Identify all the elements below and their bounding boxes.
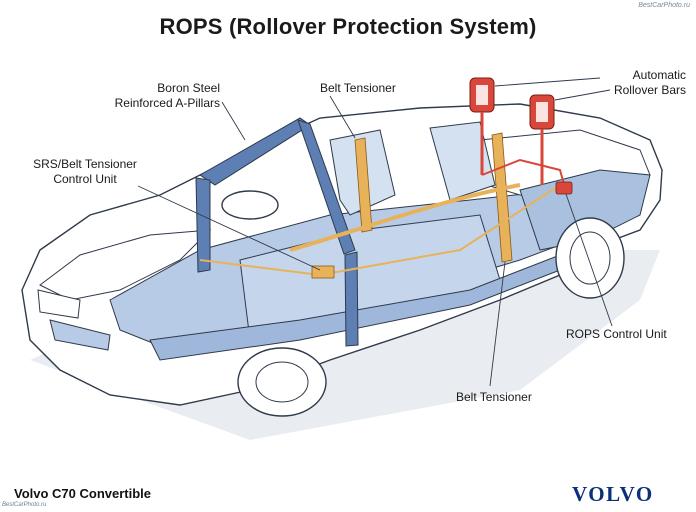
label-boron-steel-line1: Boron Steel (157, 81, 220, 95)
model-name: Volvo C70 Convertible (14, 486, 152, 501)
headlight (37, 289, 81, 319)
grille (49, 319, 111, 351)
watermark-top: BestCarPhoto.ru (638, 2, 690, 9)
label-rops-control-unit: ROPS Control Unit (566, 327, 667, 341)
front-wheel-hub (255, 361, 309, 403)
rear-wheel (555, 217, 625, 299)
page-title: ROPS (Rollover Protection System) (159, 14, 537, 39)
rear-wheel-hub (569, 231, 611, 285)
leader-boron (221, 101, 246, 141)
label-automatic-line2: Rollover Bars (613, 83, 686, 97)
leader-automatic-2 (554, 89, 611, 101)
label-belt-tensioner-bottom: Belt Tensioner (456, 390, 532, 404)
label-boron-steel: Boron Steel Reinforced A-Pillars (20, 81, 220, 111)
front-hood (39, 229, 212, 301)
leader-lines (137, 77, 613, 387)
belt-harness (289, 183, 521, 252)
label-belt-tensioner-top: Belt Tensioner (320, 81, 396, 95)
belt-tensioner-front (354, 137, 373, 233)
rops-control-unit-box (555, 181, 573, 195)
a-pillar-left (195, 177, 211, 273)
leader-automatic-1 (494, 77, 601, 87)
a-pillar-right (297, 119, 356, 255)
b-post (344, 251, 359, 347)
front-wheel (237, 347, 327, 417)
label-srs-line2: Control Unit (53, 172, 117, 186)
rear-seat (429, 121, 496, 201)
leader-rops (565, 193, 613, 327)
rollover-bar-left (469, 77, 495, 175)
belt-tensioner-rear (491, 132, 513, 263)
steering-wheel (221, 190, 279, 220)
volvo-logo: VOLVO (572, 482, 654, 506)
leader-belt-bottom (489, 261, 506, 387)
label-boron-steel-line2: Reinforced A-Pillars (114, 96, 220, 110)
label-automatic-rollover: Automatic Rollover Bars (486, 68, 686, 98)
label-srs-line1: SRS/Belt Tensioner (33, 157, 137, 171)
rollover-bar-right (529, 94, 555, 185)
control-wiring (199, 184, 561, 277)
rops-wiring (481, 158, 566, 189)
label-automatic-line1: Automatic (632, 68, 686, 82)
leader-belt-top (329, 95, 356, 139)
label-srs-control-unit: SRS/Belt Tensioner Control Unit (10, 157, 160, 187)
leader-srs (137, 185, 321, 271)
watermark-bottom: BestCarPhoto.ru (2, 502, 47, 508)
